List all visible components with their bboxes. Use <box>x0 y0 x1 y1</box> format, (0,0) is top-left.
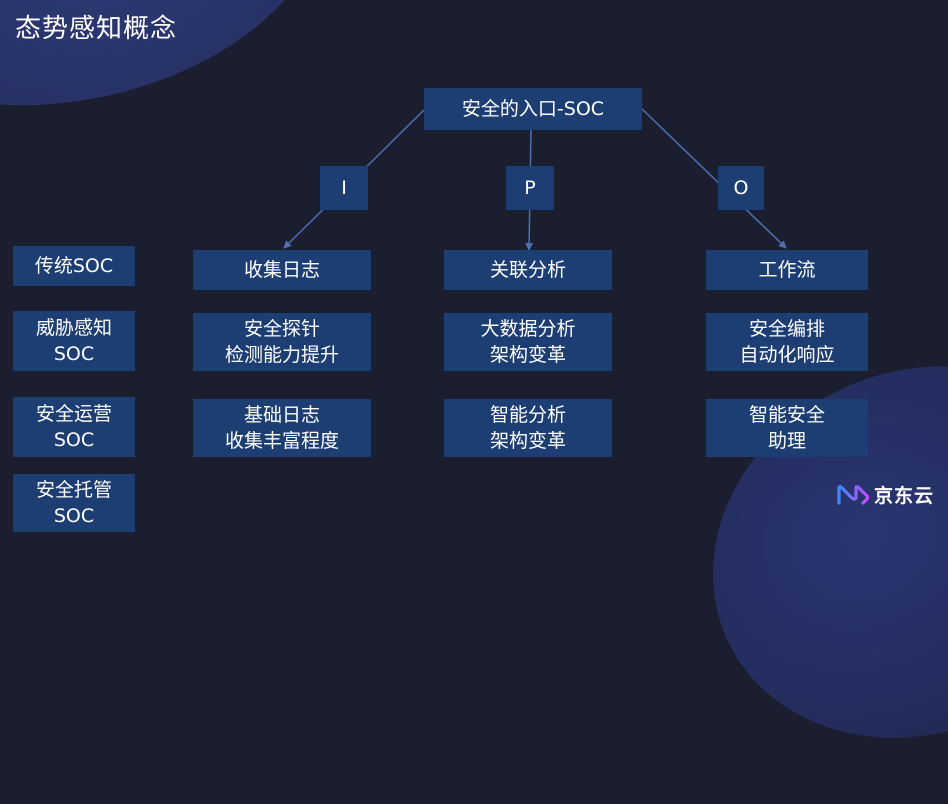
evolution-item: 威胁感知 SOC <box>13 311 135 371</box>
column-item-label: 安全编排 自动化响应 <box>739 318 835 366</box>
ipo-label-o: O <box>733 177 749 199</box>
column-header-label: 收集日志 <box>243 259 320 281</box>
evolution-label: 传统SOC <box>34 255 114 277</box>
evolution-label: 安全运营 SOC <box>35 403 112 451</box>
ipo-label-p: P <box>524 177 536 199</box>
ipo-label-i: I <box>341 177 347 199</box>
column-item-process: 智能分析 架构变革 <box>444 399 612 457</box>
ipo-box-p: P <box>506 166 554 210</box>
column-item-input: 基础日志 收集丰富程度 <box>193 399 371 457</box>
brand-logo: 京东云 <box>836 481 934 508</box>
column-header-label: 工作流 <box>758 259 816 281</box>
page-title: 态势感知概念 <box>15 14 178 44</box>
column-header-output: 工作流 <box>706 250 868 290</box>
evolution-label: 威胁感知 SOC <box>35 317 112 365</box>
jd-cloud-logo-icon <box>837 484 870 505</box>
column-item-label: 智能分析 架构变革 <box>489 404 566 452</box>
column-item-label: 安全探针 检测能力提升 <box>224 318 339 366</box>
column-item-output: 智能安全 助理 <box>706 399 868 457</box>
evolution-label: 安全托管 SOC <box>35 479 112 527</box>
column-item-label: 基础日志 收集丰富程度 <box>224 404 339 452</box>
column-header-input: 收集日志 <box>193 250 371 290</box>
column-item-label: 智能安全 助理 <box>748 404 825 452</box>
column-item-input: 安全探针 检测能力提升 <box>193 313 371 371</box>
column-header-label: 关联分析 <box>489 259 566 281</box>
evolution-item: 传统SOC <box>13 246 135 286</box>
ipo-box-i: I <box>320 166 368 210</box>
evolution-item: 安全托管 SOC <box>13 474 135 532</box>
column-item-output: 安全编排 自动化响应 <box>706 313 868 371</box>
column-item-process: 大数据分析 架构变革 <box>444 313 612 371</box>
evolution-item: 安全运营 SOC <box>13 397 135 457</box>
logo-text: 京东云 <box>873 485 934 507</box>
ipo-box-o: O <box>718 166 764 210</box>
arrow-to-workflow <box>640 107 787 249</box>
column-header-process: 关联分析 <box>444 250 612 290</box>
root-box: 安全的入口-SOC <box>424 88 642 130</box>
column-item-label: 大数据分析 架构变革 <box>480 318 576 366</box>
root-label: 安全的入口-SOC <box>461 98 605 120</box>
